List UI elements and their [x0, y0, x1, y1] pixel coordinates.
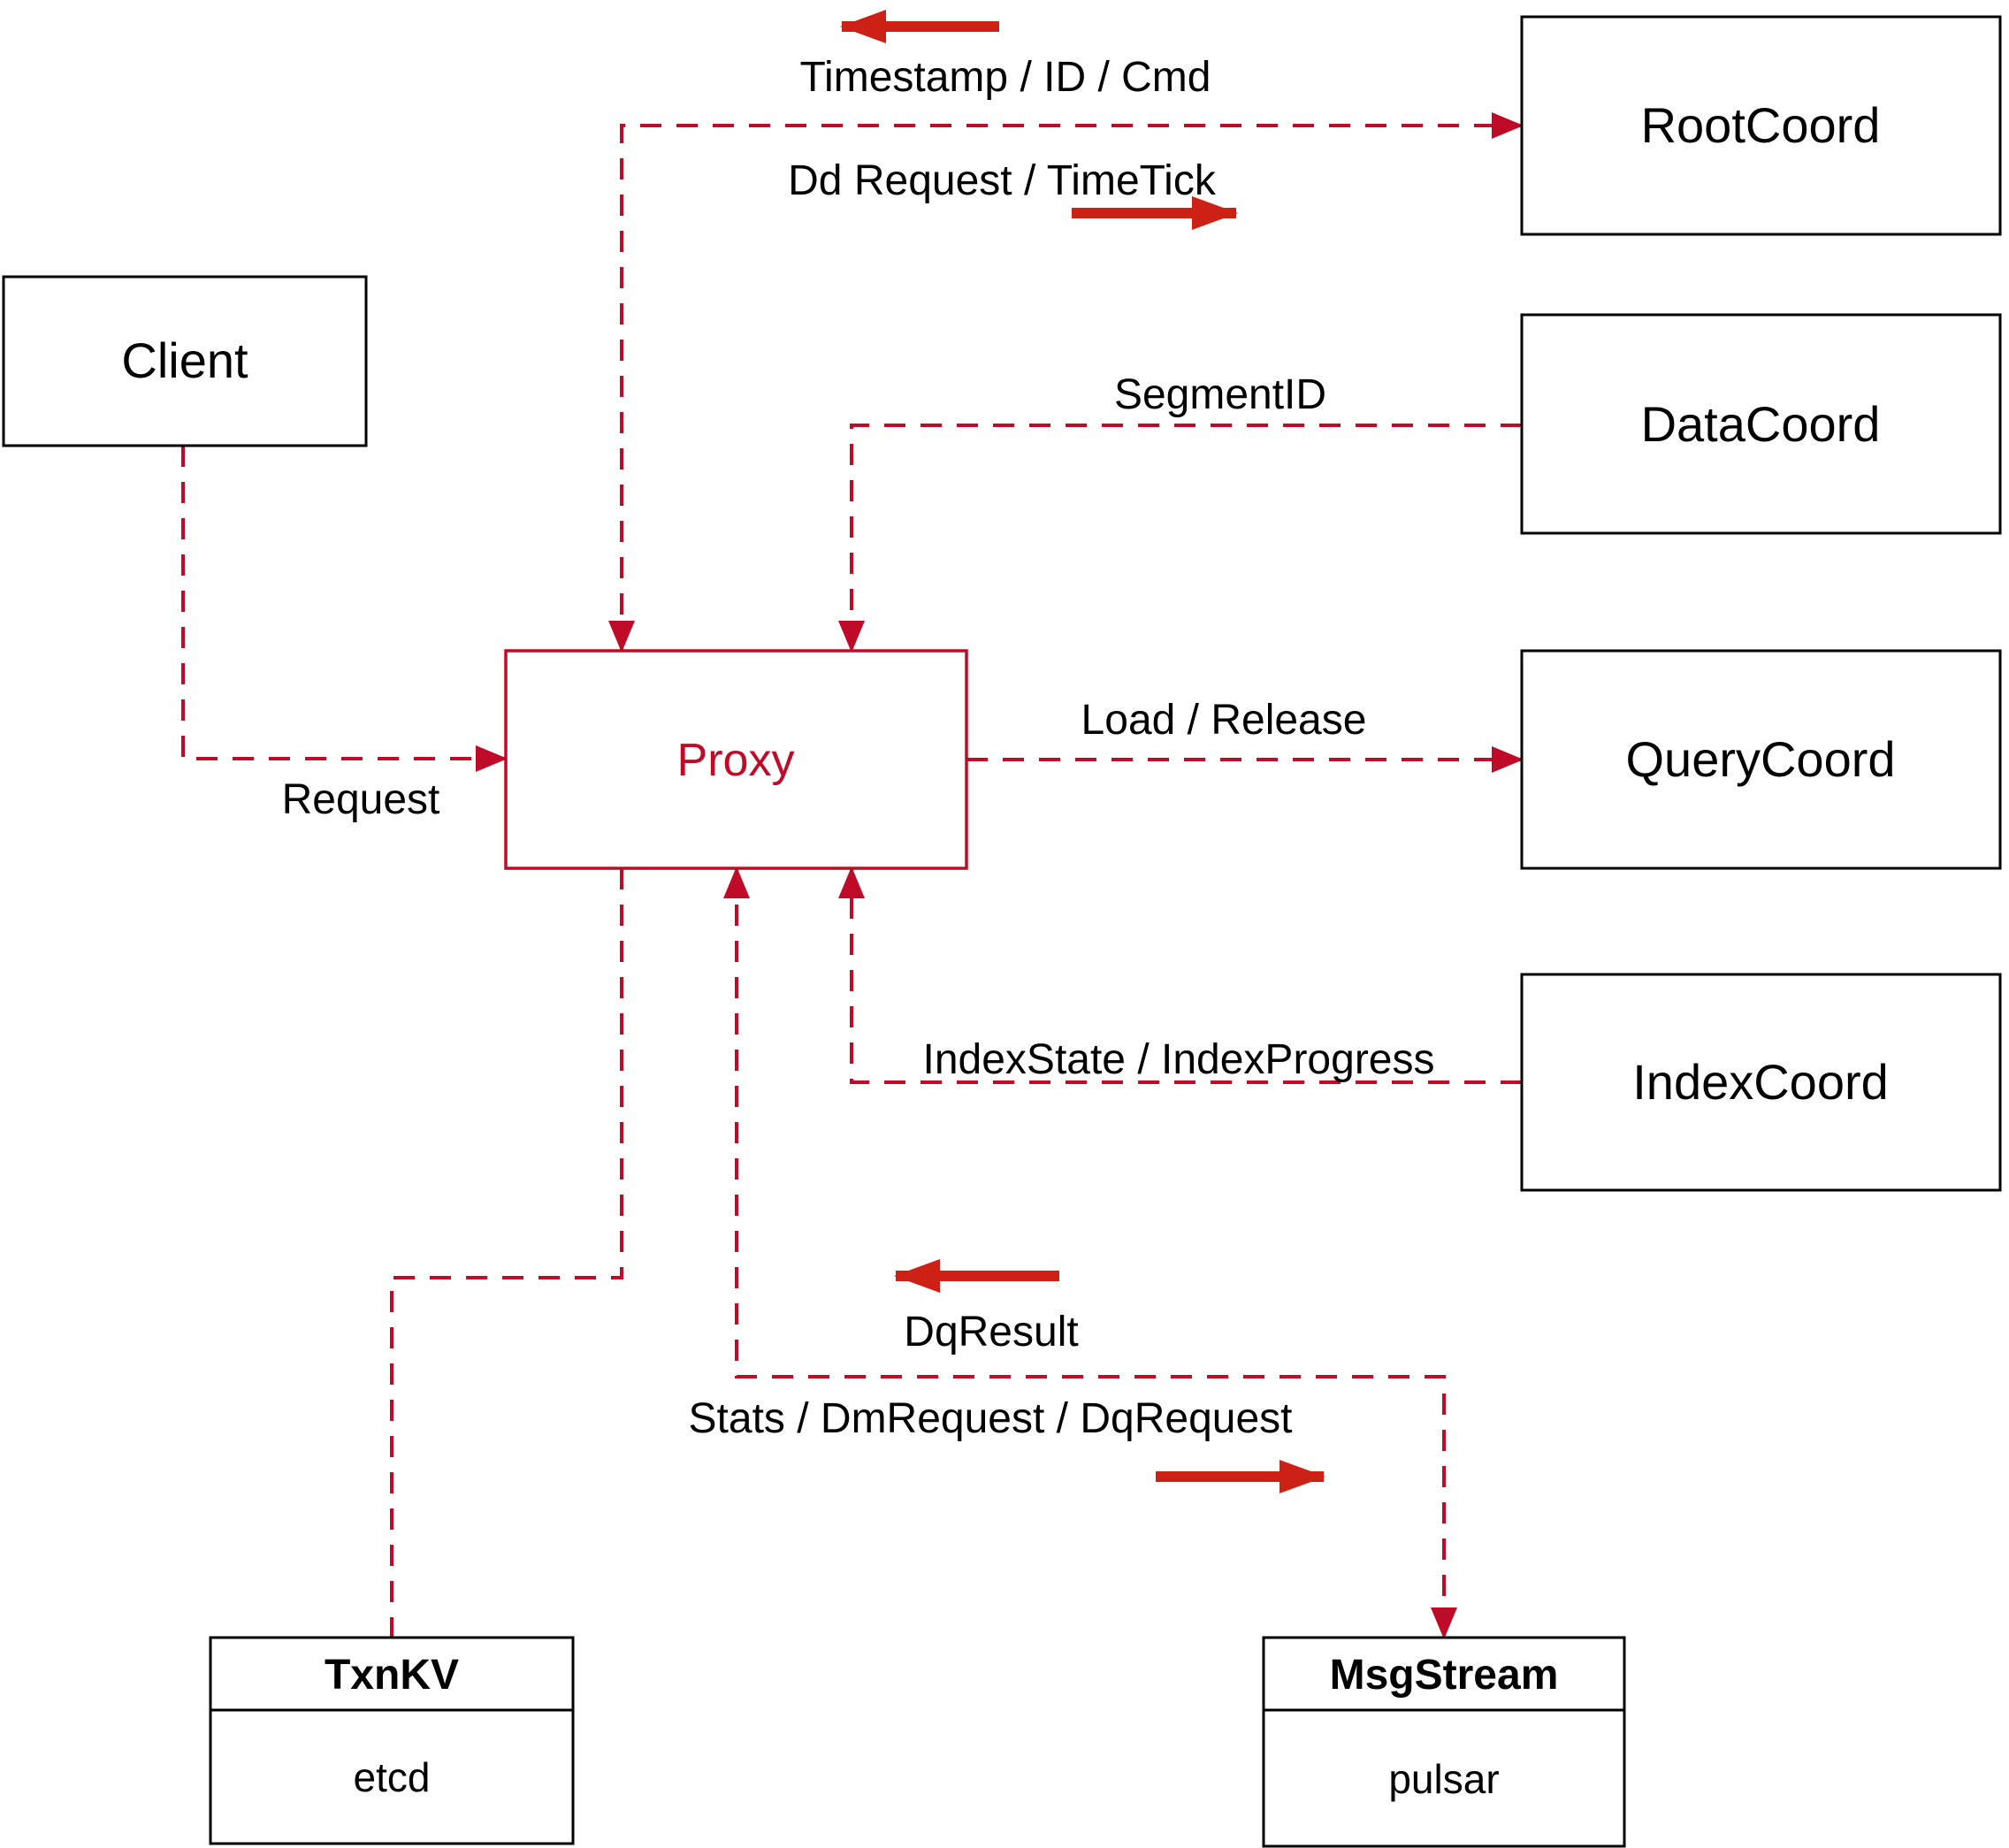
datacoord-node [1520, 313, 2002, 535]
edge-label-request: Request [282, 776, 440, 823]
msgstream-title: MsgStream [1330, 1652, 1559, 1699]
edge-datacoord-proxy [838, 424, 1522, 653]
client-node [2, 275, 368, 447]
datacoord-label: DataCoord [1641, 396, 1881, 452]
indexcoord-node [1520, 973, 2002, 1192]
proxy-node [504, 649, 968, 870]
msgstream-node [1262, 1636, 1626, 1848]
indexcoord-label: IndexCoord [1632, 1054, 1889, 1110]
edge-client-proxy [181, 446, 508, 772]
edge-label-indexstate-indexprogress: IndexState / IndexProgress [923, 1036, 1435, 1083]
edge-label-stats-dmrequest-dqrequest: Stats / DmRequest / DqRequest [689, 1395, 1293, 1442]
edge-proxy-msgstream [723, 867, 1457, 1639]
txnkv-subtitle: etcd [354, 1754, 431, 1800]
edge-label-dd-request-timetick: Dd Request / TimeTick [788, 157, 1217, 204]
rootcoord-node [1520, 15, 2002, 236]
edge-proxy-txnkv [390, 868, 623, 1638]
txnkv-title: TxnKV [325, 1652, 459, 1699]
edge-label-dqresult: DqResult [904, 1309, 1078, 1355]
txnkv-node [209, 1636, 575, 1845]
client-label: Client [121, 332, 248, 388]
proxy-label: Proxy [677, 735, 795, 786]
msgstream-subtitle: pulsar [1388, 1756, 1499, 1802]
edge-label-load-release: Load / Release [1081, 697, 1367, 744]
edge-label-timestamp-id-cmd: Timestamp / ID / Cmd [800, 54, 1211, 101]
querycoord-label: QueryCoord [1625, 731, 1895, 787]
edge-label-segmentid: SegmentID [1114, 371, 1326, 418]
edge-proxy-rootcoord [608, 112, 1524, 653]
rootcoord-label: RootCoord [1641, 97, 1881, 153]
querycoord-node [1520, 649, 2002, 870]
